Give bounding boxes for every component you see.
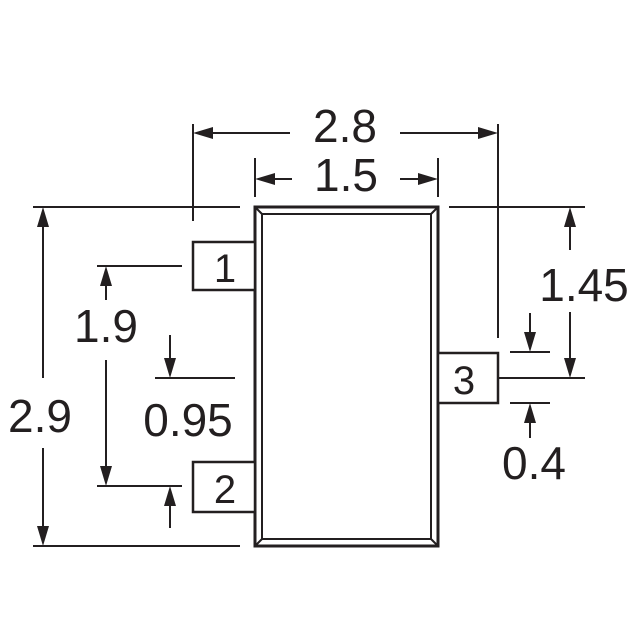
body-corner-line — [430, 206, 439, 215]
body-width-label: 1.5 — [314, 149, 378, 201]
dimension-pin-width: 0.4 — [502, 313, 566, 489]
pin-2-label: 2 — [214, 468, 236, 512]
dimension-pin3-offset: 1.45 — [539, 207, 629, 378]
dimension-overall-height: 2.9 — [8, 207, 72, 546]
body-corner-line — [430, 538, 439, 547]
arrowhead-up — [100, 266, 112, 286]
arrowhead-down — [524, 332, 536, 352]
arrowhead-right — [418, 173, 438, 185]
pin-pitch-label: 1.9 — [74, 300, 138, 352]
arrowhead-up — [564, 207, 576, 227]
dimension-half-pitch: 0.95 — [143, 335, 233, 528]
dimension-overall-width: 2.8 — [193, 100, 498, 152]
body-inner-outline — [261, 213, 432, 540]
arrowhead-up — [164, 486, 176, 506]
pin3-offset-label: 1.45 — [539, 259, 629, 311]
pin-2: 2 — [191, 460, 257, 514]
arrowhead-left — [255, 173, 275, 185]
pin-3-label: 3 — [453, 359, 475, 403]
pin-1: 1 — [191, 240, 257, 292]
overall-height-label: 2.9 — [8, 390, 72, 442]
body-outer-outline — [253, 205, 440, 548]
pin-3: 3 — [436, 351, 500, 405]
dimension-body-width: 1.5 — [255, 149, 438, 201]
pin-1-pad — [191, 240, 257, 292]
pin-1-label: 1 — [214, 247, 236, 291]
package-body — [253, 205, 440, 548]
arrowhead-down — [164, 358, 176, 378]
body-corner-line — [254, 206, 263, 215]
body-corner-line — [254, 538, 263, 547]
arrowhead-up — [37, 207, 49, 227]
half-pitch-label: 0.95 — [143, 394, 233, 446]
pin-width-label: 0.4 — [502, 437, 566, 489]
arrowhead-right — [478, 127, 498, 139]
arrowhead-left — [193, 127, 213, 139]
dimension-pin-pitch: 1.9 — [74, 266, 138, 486]
arrowhead-down — [100, 466, 112, 486]
overall-width-label: 2.8 — [313, 100, 377, 152]
pin-2-pad — [191, 460, 257, 514]
arrowhead-down — [564, 358, 576, 378]
arrowhead-up — [524, 403, 536, 423]
extension-lines — [33, 124, 585, 547]
arrowhead-down — [37, 526, 49, 546]
